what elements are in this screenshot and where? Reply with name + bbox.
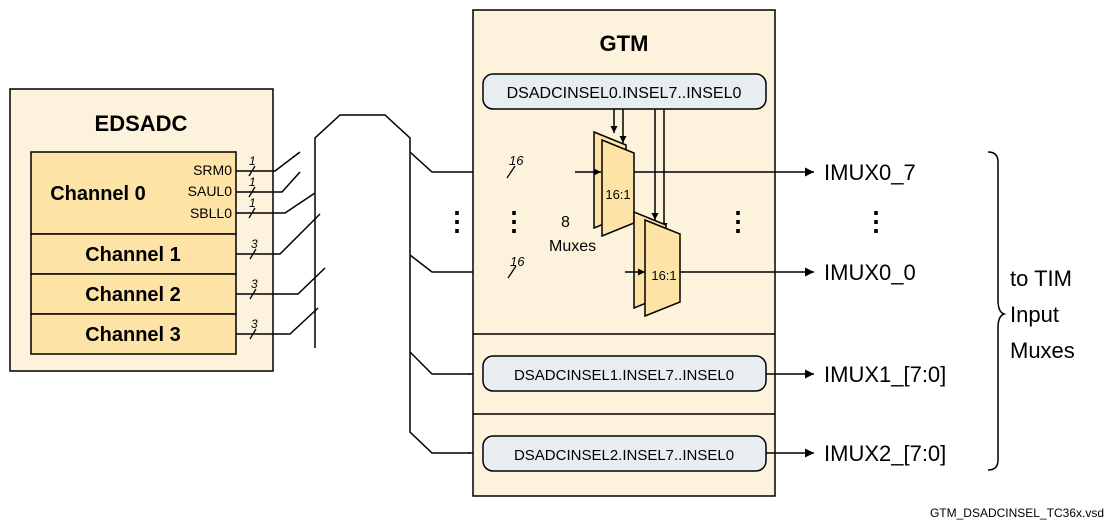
reg-dsadcinsel0 [482,73,767,110]
reg-dsadcinsel0-label: DSADCINSEL0.INSEL7..INSEL0 [507,85,742,102]
output-dots: ⋮ [863,206,889,236]
reg-dsadcinsel1-label: DSADCINSEL1.INSEL7..INSEL0 [514,367,734,384]
mux-top-label: 16:1 [605,187,630,202]
bus-slash-16-bottom [507,265,517,279]
note-line-1: to TIM [1010,266,1072,291]
right-brace [987,151,1007,471]
width-saul0: 1 [249,175,256,189]
mux-count: 8 [561,214,570,231]
gtm-title: GTM [600,31,649,56]
channel-2-label: Channel 2 [85,284,181,306]
bus-width-top: 16 [509,153,524,168]
width-channel-1: 3 [251,237,258,251]
bus-width-bottom: 16 [510,254,525,269]
channel-0-label: Channel 0 [50,183,146,205]
reg-dsadcinsel2-label: DSADCINSEL2.INSEL7..INSEL0 [514,447,734,464]
width-channel-3: 3 [251,317,258,331]
channel-3-label: Channel 3 [85,324,181,346]
edsadc-title: EDSADC [95,111,188,136]
output-wires [634,167,814,458]
gtm-dots-left: ⋮ [444,206,470,236]
width-channel-2: 3 [251,277,258,291]
bus-slash-marks [248,165,257,340]
signal-saul0: SAUL0 [188,183,233,199]
width-srm0: 1 [249,154,256,168]
output-imux2: IMUX2_[7:0] [824,441,946,466]
gtm-dots-right: ⋮ [725,206,751,236]
output-imux1: IMUX1_[7:0] [824,362,946,387]
width-sbll0: 1 [249,196,256,210]
channel-1-label: Channel 1 [85,244,181,266]
channel-0-box [30,151,237,235]
mux-bottom-label: 16:1 [651,268,676,283]
output-imux0-0: IMUX0_0 [824,260,916,285]
mux-count-label: Muxes [549,238,596,255]
note-line-2: Input [1010,302,1059,327]
footer-filename: GTM_DSADCINSEL_TC36x.vsd [930,506,1104,520]
bus-slash-16-top [506,165,516,179]
note-line-3: Muxes [1010,338,1075,363]
signal-srm0: SRM0 [193,162,232,178]
signal-sbll0: SBLL0 [190,205,232,221]
gtm-dots-center: ⋮ [501,206,527,236]
output-imux0-7: IMUX0_7 [824,160,916,185]
channel-3-box [30,313,237,355]
select-lines [610,109,668,230]
mux-front [644,218,681,318]
